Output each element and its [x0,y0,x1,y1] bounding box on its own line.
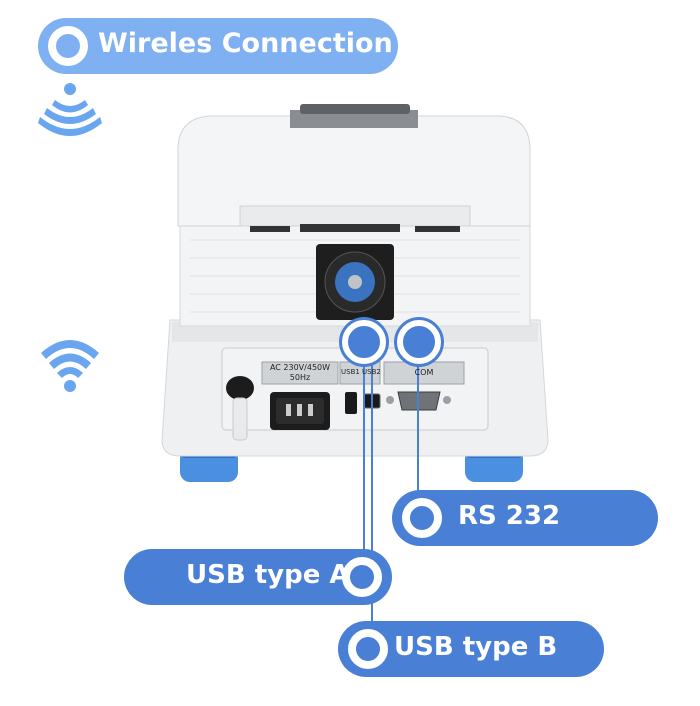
callout-ring-icon [348,629,388,669]
rs232-callout: RS 232 [392,490,658,546]
callout-ring-icon [342,557,382,597]
usb1-label: USB1 [341,368,360,376]
power-label-line1: AC 230V/450W [269,363,331,372]
wireless-connection-label: Wireles Connection [98,28,393,59]
callout-ring-icon [402,498,442,538]
power-label-plate [261,361,339,385]
usb2-label: USB2 [362,368,381,376]
usb-type-a-callout: USB type A [124,549,392,605]
callout-ring-icon [48,26,88,66]
usb-type-a-label: USB type A [186,560,350,590]
rs232-label: RS 232 [458,501,561,531]
power-label-line2: 50Hz [289,373,311,382]
usb-type-b-callout: USB type B [338,621,604,677]
usb-type-a-port [345,392,357,414]
rs232-marker-ring [397,320,441,364]
com-label: COM [414,368,434,377]
side-knob [226,376,254,400]
usb-marker-ring [342,320,386,364]
usb-type-b-label: USB type B [394,632,558,662]
wireless-connection-callout: Wireles Connection [38,18,398,74]
